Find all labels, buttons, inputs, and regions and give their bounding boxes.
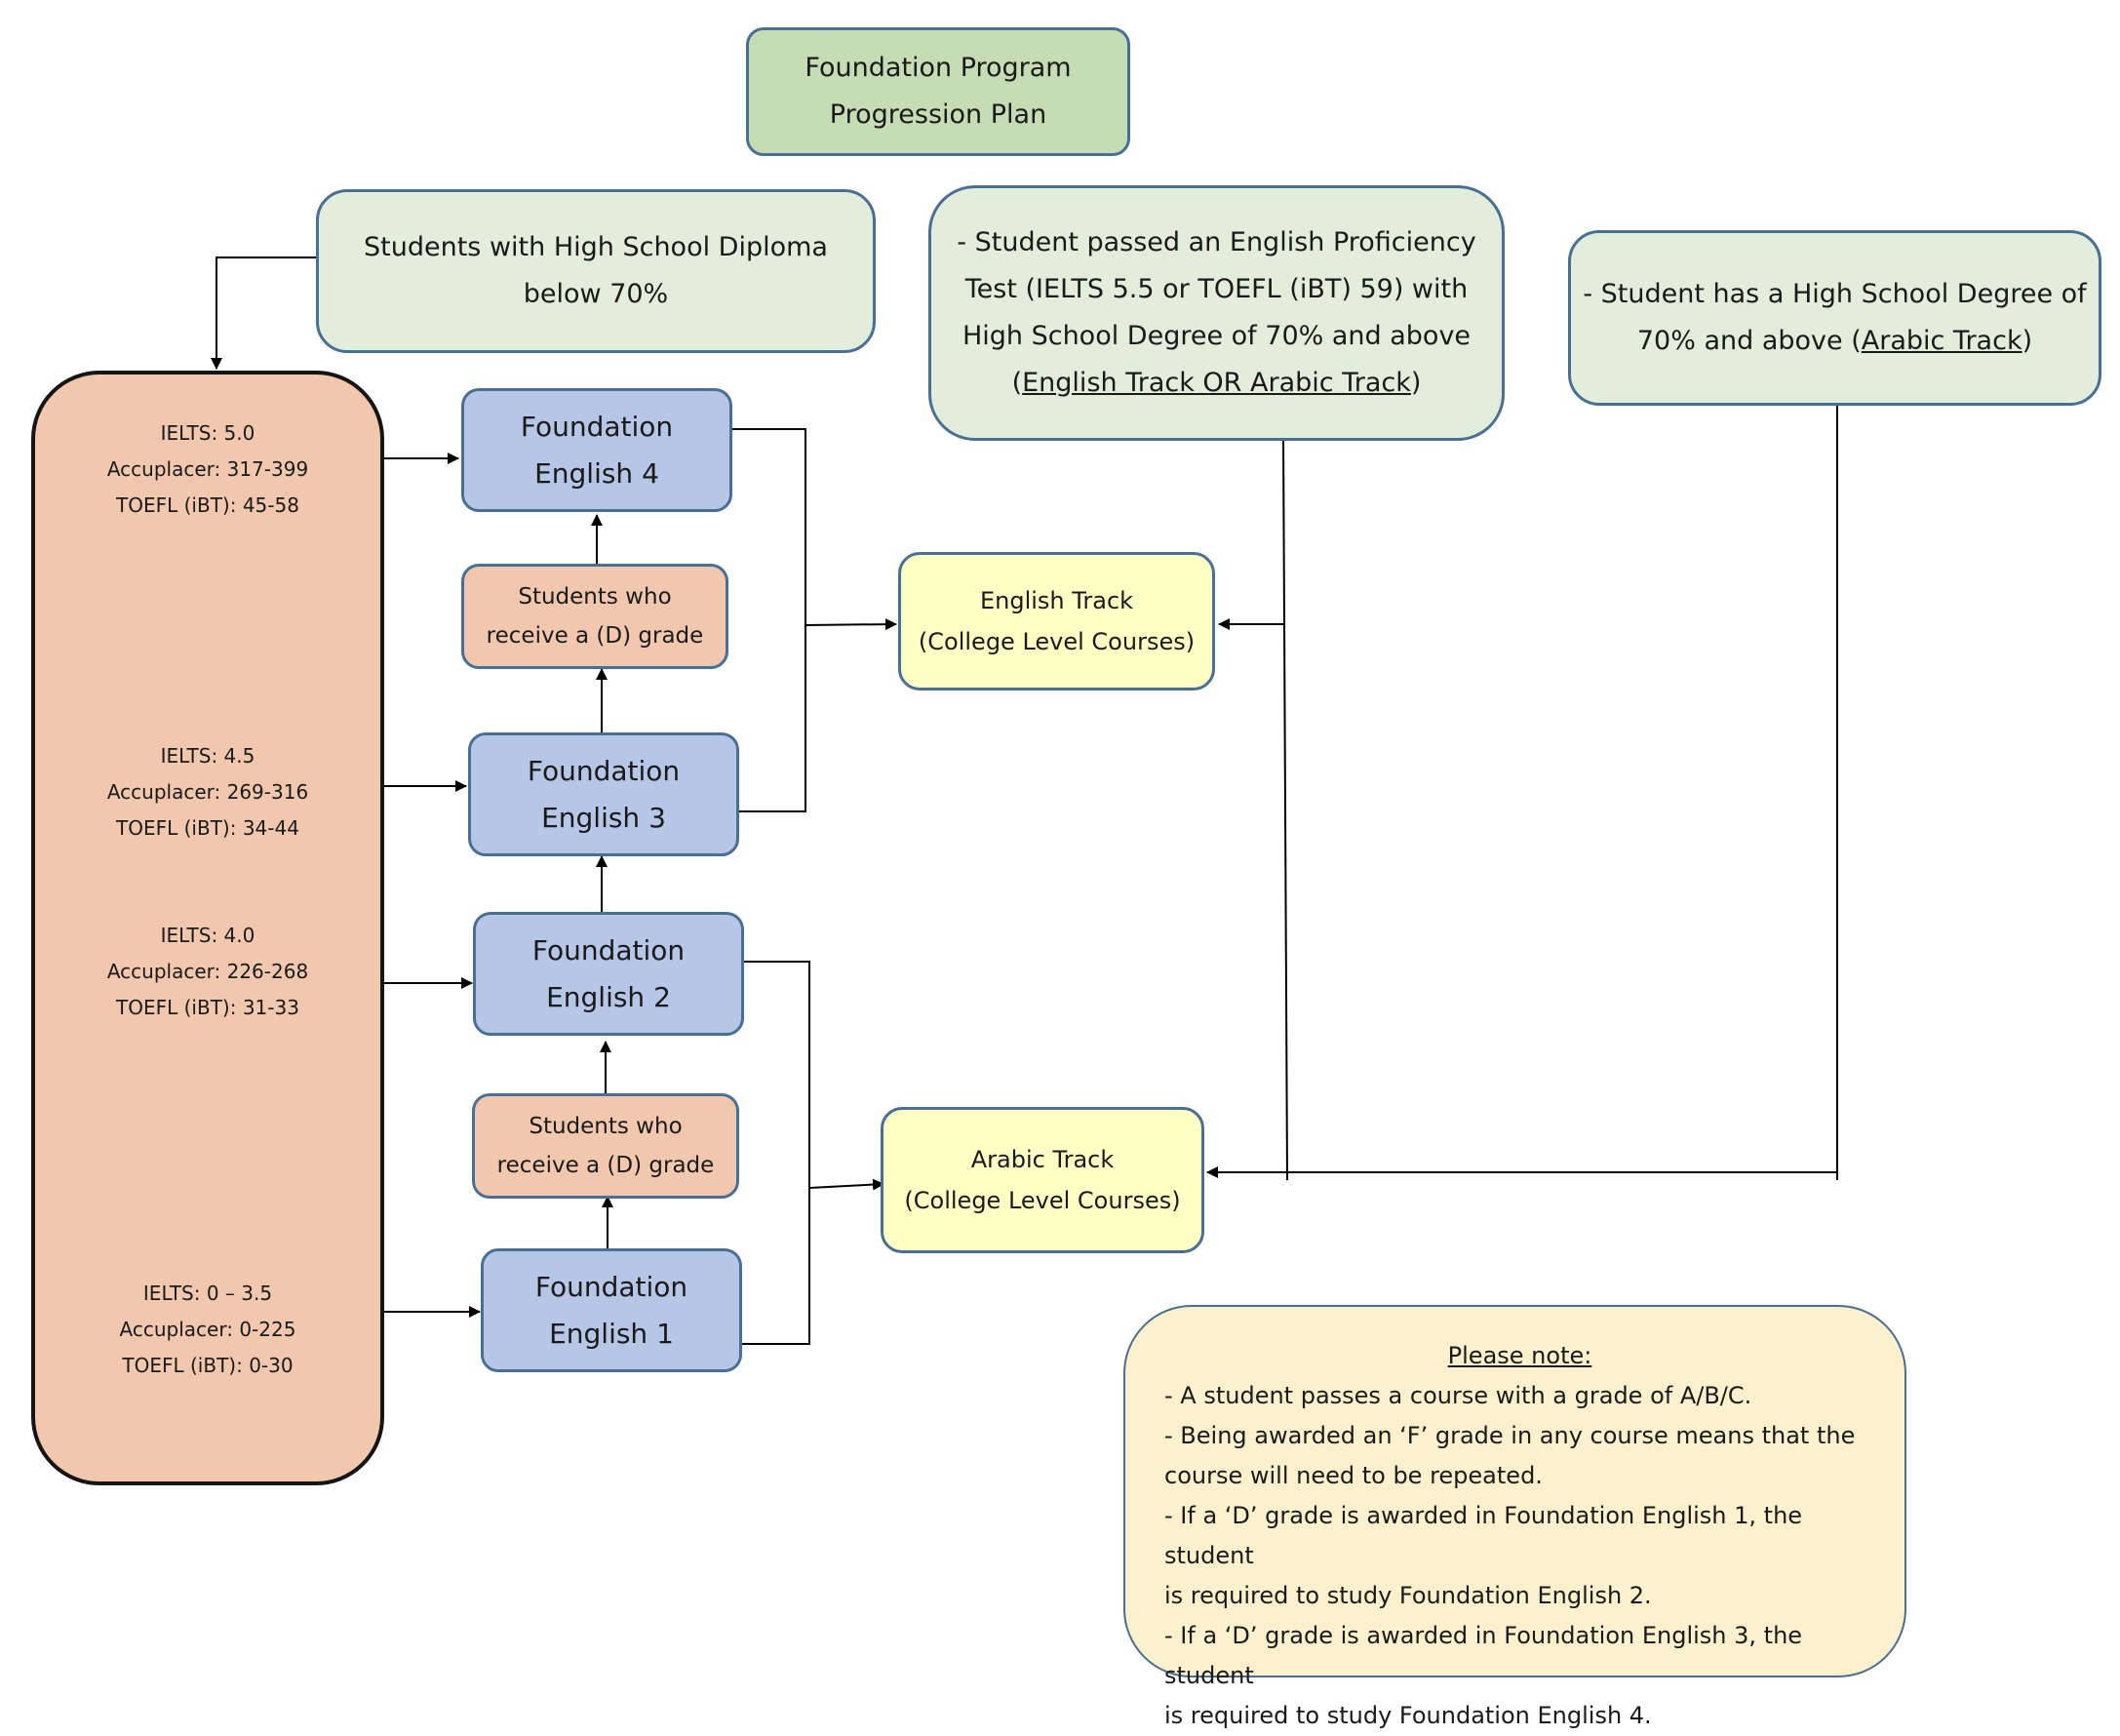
diploma-line-2: below 70% xyxy=(523,279,669,309)
note-heading: Please note: xyxy=(1447,1342,1592,1369)
proficiency-track-link: English Track OR Arabic Track xyxy=(1022,368,1411,398)
proficiency-line-3: High School Degree of 70% and above xyxy=(962,321,1472,351)
arabic-entry-line-2: 70% and above (Arabic Track) xyxy=(1636,326,2033,356)
entry-requirements-column: IELTS: 5.0 Accuplacer: 317-399 TOEFL (iB… xyxy=(31,371,384,1485)
foundation-english-4: Foundation English 4 xyxy=(461,388,732,512)
accuplacer-score: Accuplacer: 317-399 xyxy=(106,457,309,481)
proficiency-line-2: Test (IELTS 5.5 or TOEFL (iBT) 59) with xyxy=(964,274,1469,304)
foundation-english-3: Foundation English 3 xyxy=(468,732,739,856)
requirements-group-fe3: IELTS: 4.5 Accuplacer: 269-316 TOEFL (iB… xyxy=(35,738,380,847)
course-line-2: English 2 xyxy=(546,980,671,1013)
ielts-score: IELTS: 5.0 xyxy=(160,421,255,445)
d-grade-box-lower: Students who receive a (D) grade xyxy=(472,1093,739,1199)
d-grade-line-1: Students who xyxy=(518,584,672,610)
toefl-score: TOEFL (iBT): 45-58 xyxy=(116,493,299,517)
course-line-2: English 1 xyxy=(549,1317,674,1350)
d-grade-box-upper: Students who receive a (D) grade xyxy=(461,564,728,669)
toefl-score: TOEFL (iBT): 31-33 xyxy=(116,996,299,1019)
track-line-1: Arabic Track xyxy=(970,1146,1115,1173)
track-line-2: (College Level Courses) xyxy=(918,628,1196,655)
connector-fe4-fe3-to-english-track xyxy=(731,428,806,812)
note-line: is required to study Foundation English … xyxy=(1164,1702,1652,1729)
accuplacer-score: Accuplacer: 0-225 xyxy=(119,1318,296,1341)
note-line: - Being awarded an ‘F’ grade in any cour… xyxy=(1164,1422,1856,1449)
arabic-track-box: Arabic Track (College Level Courses) xyxy=(881,1107,1204,1253)
proficiency-box: - Student passed an English Proficiency … xyxy=(928,185,1505,441)
d-grade-line-1: Students who xyxy=(529,1114,683,1139)
toefl-score: TOEFL (iBT): 0-30 xyxy=(122,1354,294,1377)
ielts-score: IELTS: 0 – 3.5 xyxy=(142,1282,273,1305)
toefl-score: TOEFL (iBT): 34-44 xyxy=(116,816,299,840)
track-line-2: (College Level Courses) xyxy=(904,1187,1181,1214)
track-line-1: English Track xyxy=(979,587,1134,614)
d-grade-line-2: receive a (D) grade xyxy=(486,623,704,649)
english-track-box: English Track (College Level Courses) xyxy=(898,552,1215,690)
course-line-2: English 3 xyxy=(541,801,666,834)
connector-lines xyxy=(211,256,1838,1345)
connector-diploma-to-requirements xyxy=(211,256,316,370)
proficiency-line-1: - Student passed an English Proficiency xyxy=(957,227,1476,257)
diagram-title: Foundation Program Progression Plan xyxy=(746,27,1130,156)
note-line: - If a ‘D’ grade is awarded in Foundatio… xyxy=(1164,1622,1803,1689)
requirements-group-fe4: IELTS: 5.0 Accuplacer: 317-399 TOEFL (iB… xyxy=(35,415,380,524)
foundation-english-2: Foundation English 2 xyxy=(473,912,744,1036)
ielts-score: IELTS: 4.0 xyxy=(160,924,255,947)
accuplacer-score: Accuplacer: 269-316 xyxy=(106,780,309,804)
note-line: is required to study Foundation English … xyxy=(1164,1582,1652,1609)
arabic-entry-box: - Student has a High School Degree of 70… xyxy=(1568,230,2101,406)
course-line-1: Foundation xyxy=(520,410,674,443)
d-grade-line-2: receive a (D) grade xyxy=(496,1153,715,1178)
connector-proficiency-to-tracks xyxy=(1282,438,1288,1181)
course-line-1: Foundation xyxy=(531,933,686,967)
course-line-2: English 4 xyxy=(534,456,659,490)
note-line: - If a ‘D’ grade is awarded in Foundatio… xyxy=(1164,1502,1803,1569)
note-line: course will need to be repeated. xyxy=(1164,1462,1543,1489)
foundation-english-1: Foundation English 1 xyxy=(481,1248,742,1372)
ielts-score: IELTS: 4.5 xyxy=(160,744,255,768)
title-line-1: Foundation Program xyxy=(805,53,1072,83)
proficiency-line-4: (English Track OR Arabic Track) xyxy=(1011,368,1422,398)
connector-fe2-fe1-to-arabic-track xyxy=(742,961,810,1345)
title-line-2: Progression Plan xyxy=(829,99,1047,130)
course-line-1: Foundation xyxy=(527,754,681,787)
arabic-entry-line-1: - Student has a High School Degree of xyxy=(1583,279,2087,309)
requirements-group-fe1: IELTS: 0 – 3.5 Accuplacer: 0-225 TOEFL (… xyxy=(35,1276,380,1384)
note-line: - A student passes a course with a grade… xyxy=(1164,1382,1752,1409)
diploma-line-1: Students with High School Diploma xyxy=(364,232,828,262)
accuplacer-score: Accuplacer: 226-268 xyxy=(106,960,309,983)
course-line-1: Foundation xyxy=(534,1270,688,1303)
arabic-entry-track-link: Arabic Track xyxy=(1861,326,2022,356)
diploma-box: Students with High School Diploma below … xyxy=(316,189,876,353)
requirements-group-fe2: IELTS: 4.0 Accuplacer: 226-268 TOEFL (iB… xyxy=(35,918,380,1026)
please-note-box: Please note: - A student passes a course… xyxy=(1123,1305,1906,1729)
